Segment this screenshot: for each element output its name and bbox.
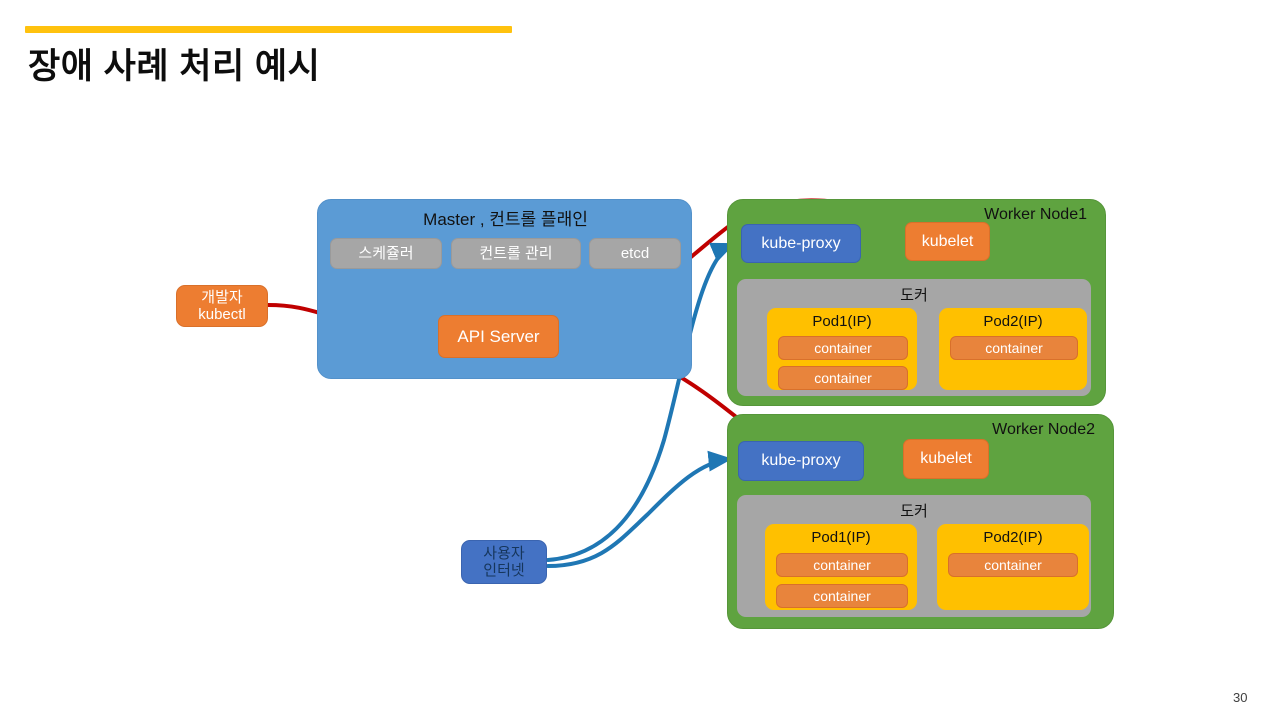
worker-node-1-pod-1-container-2[interactable]: container [778, 366, 908, 390]
developer-label-line1: 개발자 [201, 288, 243, 306]
worker-node-1-title: Worker Node1 [984, 206, 1087, 223]
api-server-box[interactable]: API Server [438, 315, 559, 358]
internet-user-box[interactable]: 사용자 인터넷 [461, 540, 547, 584]
user-label-line2: 인터넷 [483, 562, 525, 579]
user-label-line1: 사용자 [483, 544, 525, 562]
master-control-plane-panel[interactable]: Master , 컨트롤 플래인 스케쥴러 컨트롤 관리 etcd API Se… [317, 199, 692, 379]
worker-node-2-pod-1-label: Pod1(IP) [811, 529, 871, 546]
worker-node-1-docker-label: 도커 [900, 287, 928, 304]
arrow-user-to-worker2-kubeproxy [546, 450, 733, 568]
worker-node-2-pod-1-container-2[interactable]: container [776, 584, 908, 608]
worker-node-2-kube-proxy[interactable]: kube-proxy [738, 441, 864, 481]
worker-node-1-pod-2-label: Pod2(IP) [983, 313, 1043, 330]
worker-node-2-title: Worker Node2 [992, 421, 1095, 438]
worker-node-2-docker[interactable]: 도커 Pod1(IP) container container Pod2(IP)… [737, 495, 1091, 617]
worker-node-2[interactable]: Worker Node2 kube-proxy kubelet 도커 Pod1(… [727, 414, 1114, 629]
worker-node-1-pod-1[interactable]: Pod1(IP) container container [767, 308, 917, 390]
page-number: 30 [1233, 690, 1248, 705]
controller-manager-box[interactable]: 컨트롤 관리 [451, 238, 581, 269]
worker-node-1-kubelet[interactable]: kubelet [905, 222, 990, 261]
page-title: 장애 사례 처리 예시 [28, 47, 321, 86]
etcd-box[interactable]: etcd [589, 238, 681, 269]
worker-node-2-pod-1[interactable]: Pod1(IP) container container [765, 524, 917, 610]
worker-node-2-pod-2-container-1[interactable]: container [948, 553, 1078, 577]
worker-node-1-docker[interactable]: 도커 Pod1(IP) container container Pod2(IP)… [737, 279, 1091, 396]
worker-node-2-docker-label: 도커 [900, 503, 928, 520]
scheduler-box[interactable]: 스케쥴러 [330, 238, 442, 269]
worker-node-1-pod-1-label: Pod1(IP) [812, 313, 872, 330]
developer-kubectl-box[interactable]: 개발자 kubectl [176, 285, 268, 327]
worker-node-2-kubelet[interactable]: kubelet [903, 439, 989, 479]
worker-node-2-pod-2[interactable]: Pod2(IP) container [937, 524, 1089, 610]
title-accent-bar [25, 26, 512, 33]
worker-node-1[interactable]: Worker Node1 kube-proxy kubelet 도커 Pod1(… [727, 199, 1106, 406]
master-panel-title: Master , 컨트롤 플래인 [423, 210, 588, 229]
worker-node-2-pod-1-container-1[interactable]: container [776, 553, 908, 577]
worker-node-1-kube-proxy[interactable]: kube-proxy [741, 224, 861, 263]
worker-node-1-pod-1-container-1[interactable]: container [778, 336, 908, 360]
developer-label-line2: kubectl [198, 306, 246, 323]
worker-node-1-pod-2-container-1[interactable]: container [950, 336, 1078, 360]
worker-node-2-pod-2-label: Pod2(IP) [983, 529, 1043, 546]
worker-node-1-pod-2[interactable]: Pod2(IP) container [939, 308, 1087, 390]
